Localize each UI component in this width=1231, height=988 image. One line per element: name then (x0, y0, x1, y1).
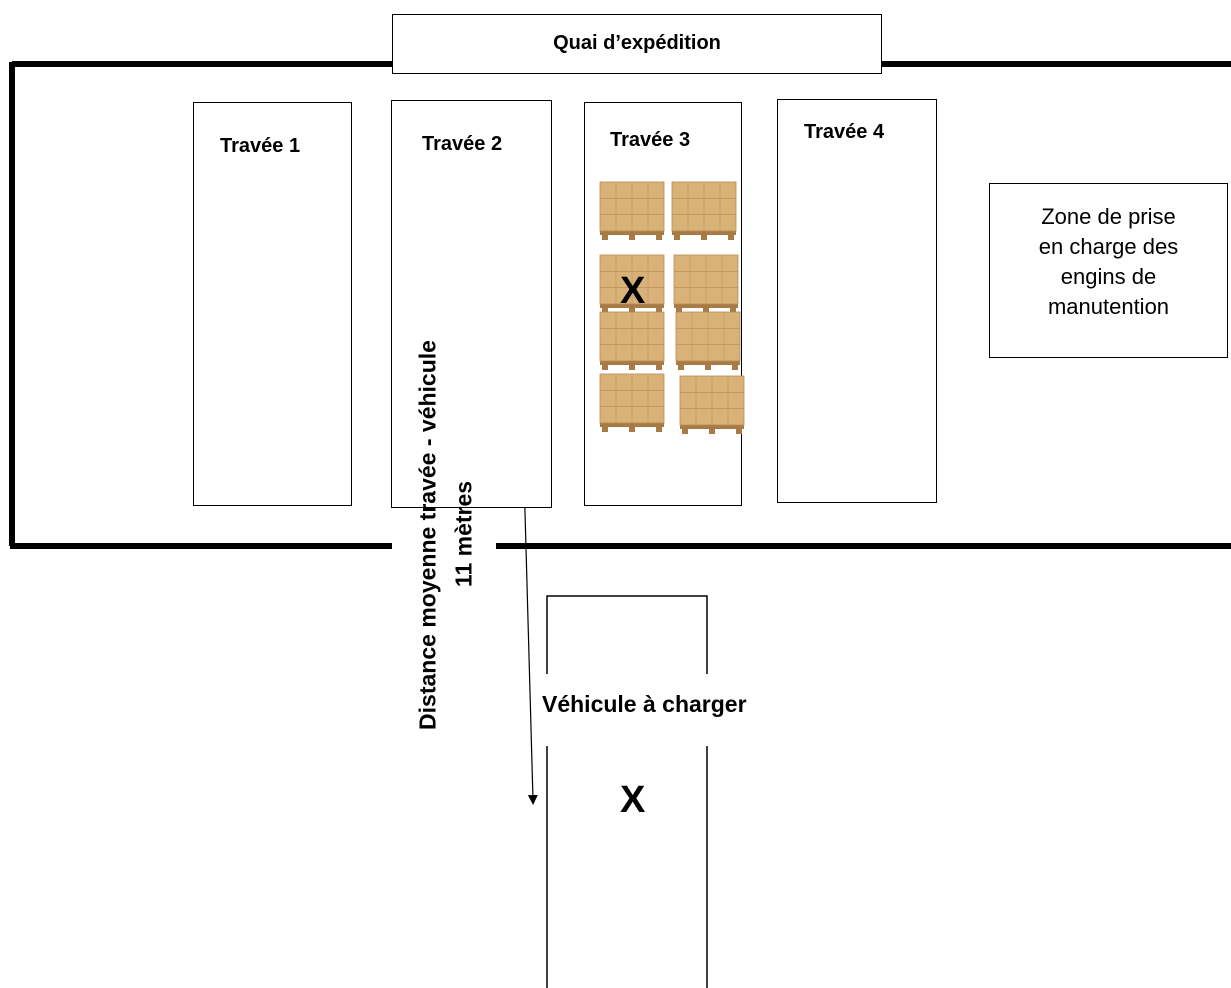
pallet-1 (599, 181, 665, 240)
pallet-7 (599, 373, 665, 432)
pallet-6 (675, 311, 741, 370)
bay-1: Travée 1 (193, 102, 352, 506)
bay-2-label: Travée 2 (422, 133, 503, 155)
vehicle-outline-top (546, 595, 708, 674)
handling-zone-text: Zone de prise en charge des engins de ma… (990, 202, 1227, 322)
pallet-3 (599, 254, 665, 313)
pallet-2 (671, 181, 737, 240)
bay-2: Travée 2 (391, 100, 552, 508)
vehicle-label: Véhicule à charger (542, 691, 747, 717)
bay-4: Travée 4 (777, 99, 937, 503)
dropoff-marker: X (620, 779, 646, 821)
vehicle-outline-bottom (546, 746, 708, 988)
bay-4-label: Travée 4 (804, 121, 885, 143)
handling-zone-line-2: en charge des (1038, 234, 1179, 259)
pallet-4 (673, 254, 739, 313)
shipping-dock-label: Quai d’expédition (553, 32, 721, 54)
pallet-5 (599, 311, 665, 370)
handling-zone-line-3: engins de (1060, 264, 1157, 289)
pickup-marker: X (620, 270, 646, 312)
bay-1-label: Travée 1 (220, 135, 301, 157)
distance-value: 11 mètres (450, 480, 477, 588)
handling-zone: Zone de prise en charge des engins de ma… (989, 183, 1228, 358)
handling-zone-line-1: Zone de prise (1041, 204, 1176, 229)
bay-3-label: Travée 3 (610, 129, 691, 151)
pallet-8 (679, 375, 745, 434)
shipping-dock: Quai d’expédition (392, 14, 882, 74)
handling-zone-line-4: manutention (1047, 294, 1170, 319)
distance-label: Distance moyenne travée - véhicule (414, 340, 441, 730)
